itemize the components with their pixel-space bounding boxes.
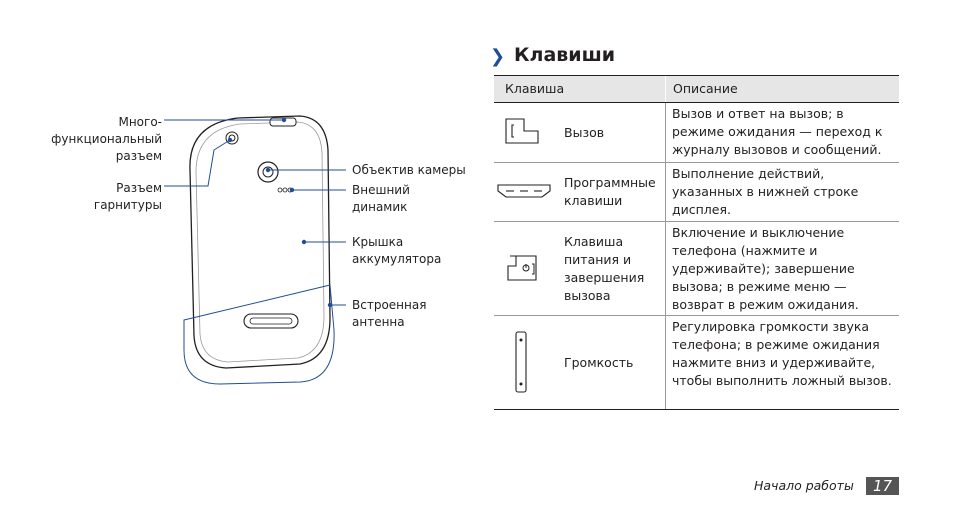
page-number: 17	[866, 477, 899, 495]
headset-jack	[225, 131, 239, 145]
key-name: Клавиша питания и завершения вызова	[564, 233, 645, 303]
label-antenna: Встроенная антенна	[352, 298, 427, 329]
table-header: Клавиша Описание	[494, 76, 899, 103]
header-key: Клавиша	[505, 81, 565, 96]
key-description: Включение и выключение телефона (нажмите…	[665, 222, 899, 315]
soft-keys-icon	[494, 163, 554, 221]
antenna-region	[183, 284, 335, 385]
key-description: Выполнение действий, указанных в нижней …	[665, 163, 899, 221]
section-chevron-icon: ❯	[490, 46, 506, 67]
phone-body-outline	[189, 115, 331, 369]
table-row: Вызов Вызов и ответ на вызов; в режиме о…	[494, 103, 899, 163]
label-multi-connector: Много- функциональный разъем	[51, 115, 162, 163]
key-name: Громкость	[564, 354, 634, 370]
bottom-grille	[243, 313, 299, 329]
key-name: Программные клавиши	[564, 175, 656, 208]
section-title: Клавиши	[514, 44, 616, 66]
power-end-key-icon	[494, 222, 554, 315]
key-name: Вызов	[564, 124, 605, 140]
keys-table: Клавиша Описание Вызов Вызов и ответ на …	[494, 75, 899, 410]
phone-back-diagram	[164, 115, 346, 385]
label-speaker: Внешний динамик	[352, 183, 410, 214]
footer-section-name: Начало работы	[754, 478, 854, 493]
key-description: Регулировка громкости звука телефона; в …	[665, 316, 899, 409]
label-headset-jack: Разъем гарнитуры	[93, 181, 162, 212]
call-key-icon	[494, 103, 554, 162]
table-row: Клавиша питания и завершения вызова Вклю…	[494, 222, 899, 316]
label-battery-cover: Крышка аккумулятора	[352, 235, 442, 266]
key-description: Вызов и ответ на вызов; в режиме ожидани…	[665, 103, 899, 162]
table-row: Громкость Регулировка громкости звука те…	[494, 316, 899, 410]
header-description: Описание	[665, 76, 899, 102]
volume-key-icon	[494, 316, 554, 409]
phone-body-inner	[195, 121, 325, 363]
table-row: Программные клавиши Выполнение действий,…	[494, 163, 899, 222]
label-camera-lens: Объектив камеры	[352, 163, 466, 177]
